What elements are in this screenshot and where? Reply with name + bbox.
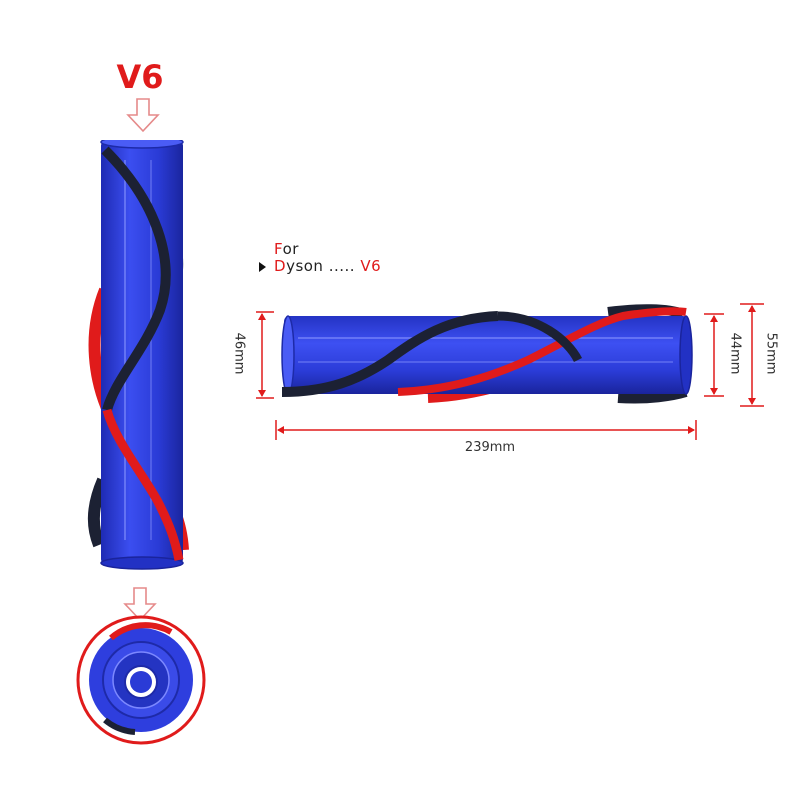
for-first-letter: F [274,240,283,258]
dyson-rest: yson ..... [286,257,356,275]
for-rest: or [282,240,299,258]
roller-end-view [76,615,206,745]
compat-for-label: For [274,240,299,258]
left-diameter-dimension [256,311,274,399]
brush-diameter-dimension [740,303,764,407]
length-dimension [275,420,697,440]
right-diameter-dimension [704,313,724,397]
down-arrow-icon [123,587,157,622]
compat-dyson-label: Dyson ..... V6 [274,257,381,275]
compat-model: V6 [360,257,382,275]
left-diameter-label: 46mm [231,332,247,375]
horizontal-brush-roller [281,304,693,404]
vertical-brush-roller [87,140,189,570]
triangle-bullet-icon [259,262,266,272]
length-label: 239mm [464,440,516,455]
down-arrow-icon [126,98,160,133]
product-model-title: V6 [116,58,164,96]
dyson-first-letter: D [274,257,287,275]
brush-diameter-label: 55mm [763,332,779,375]
